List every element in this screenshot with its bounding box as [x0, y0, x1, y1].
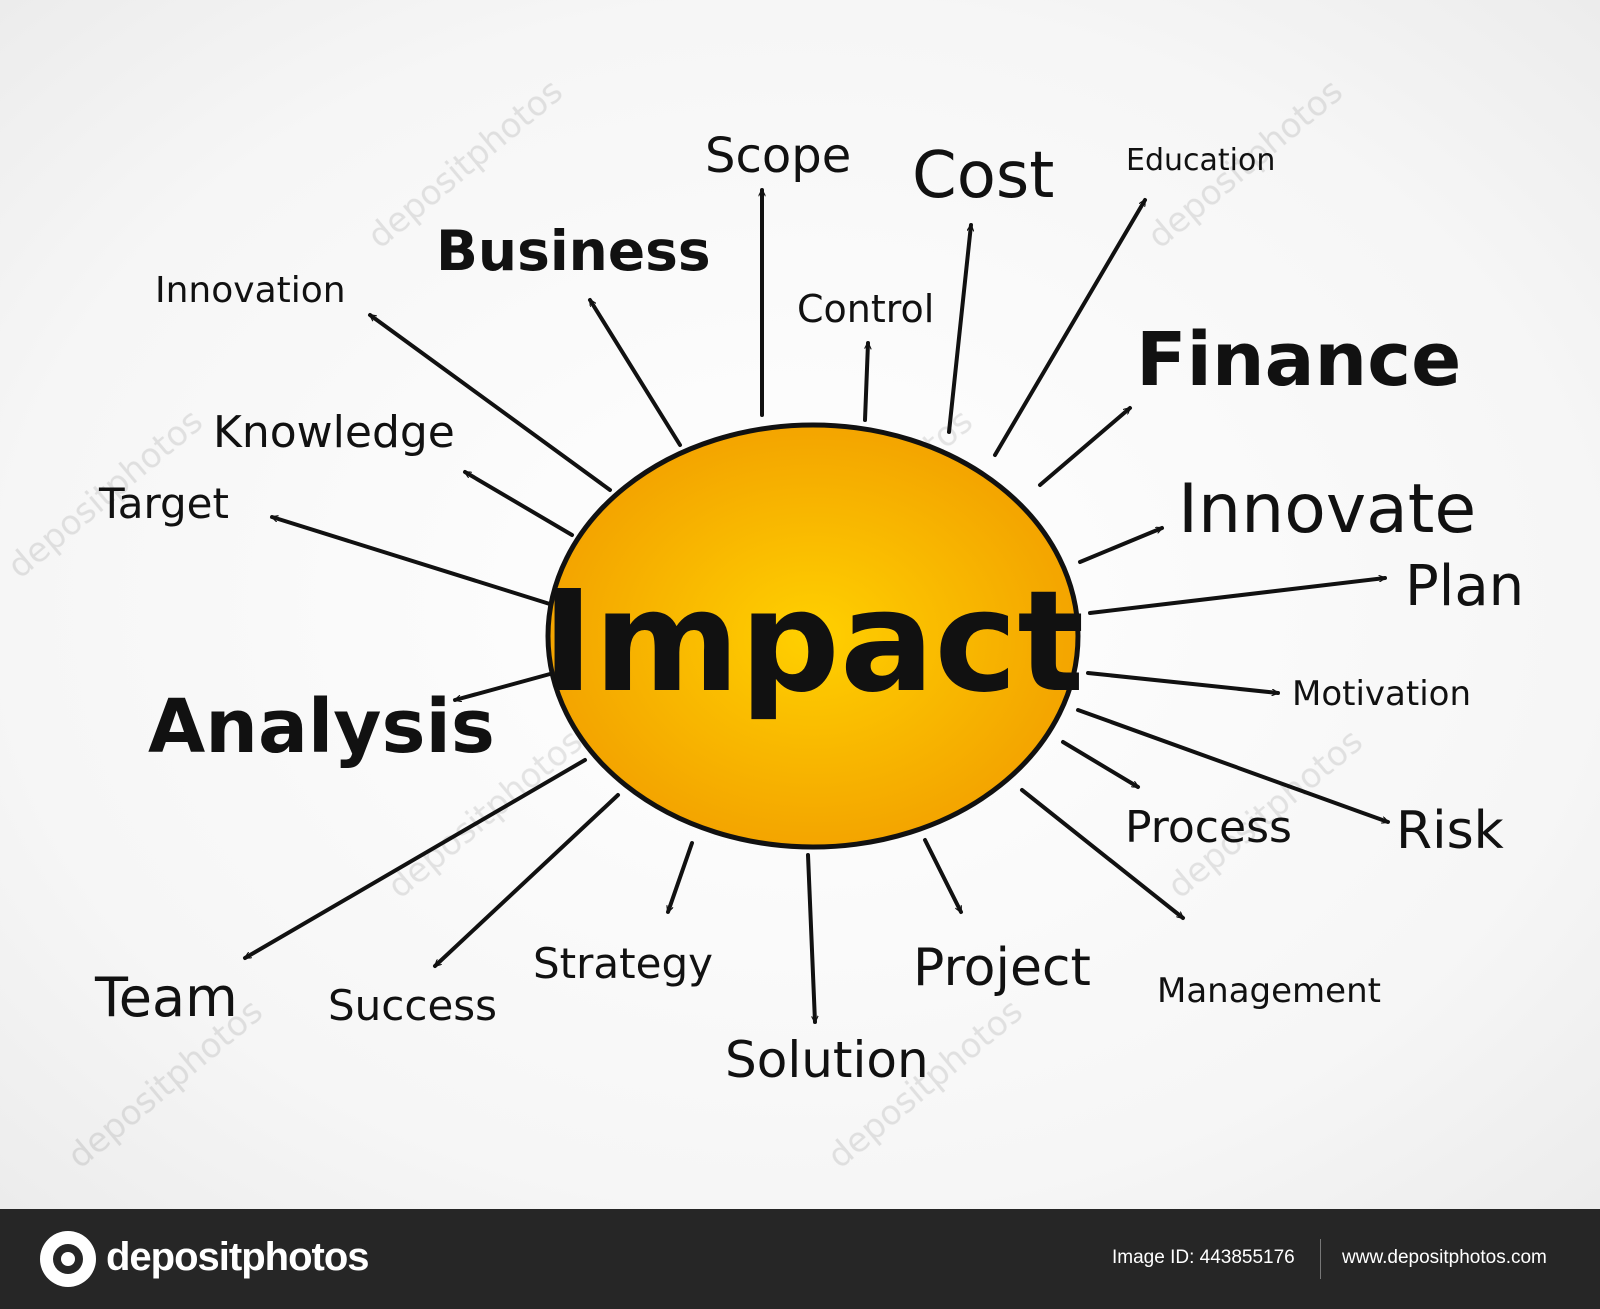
arrow-management [1020, 788, 1185, 920]
label-risk: Risk [1396, 801, 1504, 861]
site-url: www.depositphotos.com [1342, 1247, 1547, 1268]
arrow-cost [947, 223, 971, 434]
label-business: Business [436, 219, 711, 283]
label-target: Target [98, 479, 229, 528]
footer-divider [1320, 1239, 1321, 1279]
label-solution: Solution [725, 1031, 929, 1089]
arrow-knowledge [463, 470, 574, 537]
label-innovation: Innovation [155, 270, 346, 311]
label-education: Education [1126, 143, 1275, 178]
label-innovate: Innovate [1178, 470, 1476, 549]
label-team: Team [94, 966, 238, 1029]
camera-logo-icon [40, 1231, 96, 1287]
footer-bar: depositphotos Image ID: 443855176 www.de… [0, 1209, 1600, 1309]
arrow-plan [1088, 578, 1387, 615]
center-node [545, 422, 1081, 850]
label-knowledge: Knowledge [213, 407, 455, 458]
arrow-process [1061, 740, 1140, 789]
label-project: Project [913, 938, 1091, 998]
arrow-success [433, 793, 620, 968]
diagram-canvas: depositphotos depositphotos depositphoto… [0, 0, 1600, 1209]
arrow-analysis [453, 672, 552, 700]
center-label: Impact [542, 561, 1085, 724]
arrow-team [243, 758, 587, 960]
connector-arrows [243, 188, 1390, 1024]
label-success: Success [328, 981, 497, 1030]
label-management: Management [1157, 971, 1381, 1011]
arrow-motivation [1086, 671, 1280, 693]
label-plan: Plan [1405, 554, 1524, 619]
brand-logo-text: depositphotos [106, 1235, 370, 1279]
arrow-education [993, 198, 1147, 457]
label-cost: Cost [912, 139, 1054, 213]
arrow-risk [1076, 708, 1390, 824]
label-scope: Scope [705, 128, 851, 184]
arrow-solution [806, 853, 815, 1024]
label-analysis: Analysis [148, 684, 495, 770]
label-control: Control [797, 287, 934, 331]
arrow-finance [1038, 406, 1132, 487]
arrow-target [270, 517, 555, 607]
arrow-innovate [1078, 526, 1164, 564]
image-id: Image ID: 443855176 [1112, 1247, 1295, 1268]
arrow-control [863, 341, 868, 422]
arrow-business [588, 298, 682, 447]
label-motivation: Motivation [1292, 674, 1471, 714]
node-labels: Scope Cost Education Business Innovation… [94, 128, 1524, 1089]
label-finance: Finance [1136, 317, 1461, 403]
label-process: Process [1125, 802, 1292, 853]
arrow-innovation [368, 313, 612, 492]
arrow-project [923, 838, 963, 914]
arrow-strategy [666, 841, 694, 914]
mind-map: depositphotos depositphotos depositphoto… [0, 71, 1524, 1177]
label-strategy: Strategy [533, 939, 713, 988]
